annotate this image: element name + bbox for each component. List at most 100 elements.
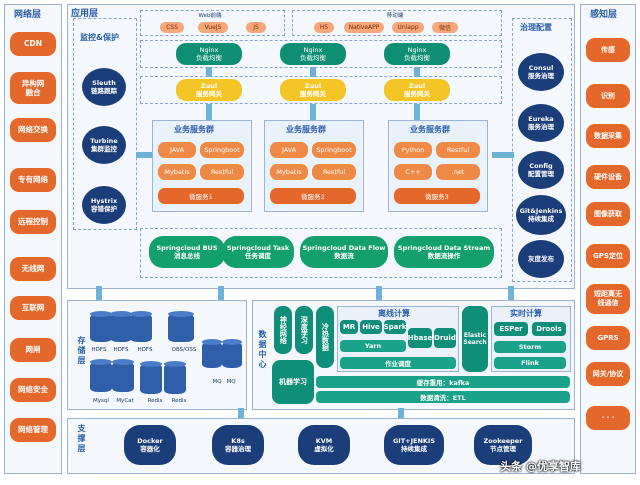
database-icon <box>110 311 132 342</box>
network-item: 网络安全 <box>10 378 56 402</box>
nginx-3: Nginx 负载均衡 <box>384 43 450 65</box>
tech-chip: Restful <box>200 164 244 180</box>
perception-item: · · · <box>586 406 630 430</box>
arrow-zuul-3 <box>414 67 420 77</box>
arrow-data-2 <box>508 286 514 302</box>
mobile-h5: H5 <box>314 22 334 33</box>
tech-chip: .net <box>436 164 480 180</box>
zuul-row <box>140 76 502 104</box>
microservice-button: 微服务2 <box>270 188 356 204</box>
data-center-title: 数据中心 <box>258 330 267 370</box>
perception-item: GPS定位 <box>586 244 630 268</box>
arrow-monitor-link <box>136 152 152 158</box>
database-icon <box>164 361 186 394</box>
storage-label: Redis <box>147 398 163 404</box>
web-vuejs: VueJS <box>198 22 228 33</box>
storage-label: MyCat <box>116 398 134 404</box>
web-js: JS <box>246 22 266 33</box>
database-icon <box>202 339 222 368</box>
tech-chip: Restful <box>436 142 480 158</box>
storage-label: Redis <box>171 398 187 404</box>
mobile-panel <box>292 10 502 36</box>
network-item: 无线网 <box>10 257 56 281</box>
perception-item: 数据采集 <box>586 124 630 148</box>
database-icon <box>130 311 152 342</box>
offline-schedule: 作业调度 <box>340 357 456 369</box>
business-cluster-title: 业务服务群 <box>410 125 450 134</box>
arrow-data-1 <box>376 286 382 302</box>
offline-hbase: Hbase <box>408 328 432 348</box>
perception-layer-title: 感知层 <box>590 10 618 20</box>
zuul-2: Zuul 服务网关 <box>280 79 346 101</box>
gov-consul: Consul 服务治理 <box>518 53 564 91</box>
nginx-2: Nginx 负载均衡 <box>280 43 346 65</box>
support-title: 支撑层 <box>77 424 86 454</box>
database-icon <box>140 361 162 394</box>
arrow-zuul-1 <box>206 67 212 77</box>
storage-label: HDFS <box>91 347 107 353</box>
realtime-title: 实时计算 <box>510 309 542 318</box>
springcloud-bus: Springcloud BUS 消息总线 <box>149 236 225 268</box>
tech-chip: Mybatis <box>270 164 308 180</box>
network-layer-title: 网络层 <box>14 10 42 20</box>
tech-chip: JAVA <box>158 142 196 158</box>
ml-deep-learning: 深度学习 <box>295 306 313 354</box>
perception-item: 传感 <box>586 38 630 62</box>
springcloud-data-stream: Springcloud Data Stream 数据流操作 <box>394 236 494 268</box>
nginx-1: Nginx 负载均衡 <box>176 43 242 65</box>
perception-item: 短距离无 线通信 <box>586 284 630 314</box>
zuul-1: Zuul 服务网关 <box>176 79 242 101</box>
ml-neural-network: 神经网络 <box>274 306 292 354</box>
nginx-row <box>140 40 502 68</box>
springcloud-task: Springcloud Task 任务调度 <box>222 236 294 268</box>
tech-chip: Springboot <box>312 142 356 158</box>
storage-title: 存储层 <box>77 336 86 366</box>
perception-item: 硬件设备 <box>586 165 630 189</box>
arrow-storage-2 <box>218 286 224 302</box>
monitor-turbine: Turbine 集群监控 <box>82 126 126 164</box>
monitor-sleuth: Sleuth 链路跟踪 <box>82 68 126 106</box>
storage-label: MQ <box>226 379 236 385</box>
gov-gray-release: 灰度发布 <box>518 240 564 278</box>
network-item: 网闸 <box>10 338 56 362</box>
perception-item: 网关/协议 <box>586 362 630 386</box>
arrow-storage-1 <box>96 286 102 302</box>
realtime-esper: ESPer <box>494 322 528 336</box>
mobile-uniapp: Uniapp <box>392 22 424 33</box>
governance-panel <box>512 18 572 282</box>
ml-hot-cold-data: 冷热数据 <box>316 306 334 368</box>
business-cluster-title: 业务服务群 <box>286 125 326 134</box>
network-item: 专有网络 <box>10 168 56 192</box>
storage-label: HDFS <box>113 347 129 353</box>
tech-chip: Mybatis <box>158 164 196 180</box>
offline-hive: Hive <box>360 320 382 334</box>
support-git-jenkins: GIT+JENKIS 持续集成 <box>384 425 444 465</box>
storage-label: OBS/OSS <box>171 347 197 353</box>
arrow-gov-link <box>492 152 514 158</box>
database-icon <box>222 339 242 368</box>
network-item: 网络交换 <box>10 118 56 142</box>
arrow-cluster-2 <box>310 104 316 120</box>
support-kvm: KVM 虚拟化 <box>298 425 350 465</box>
offline-spark: Spark <box>384 320 406 334</box>
tech-chip: Springboot <box>200 142 244 158</box>
network-item: 远程控制 <box>10 210 56 234</box>
database-icon <box>168 311 194 342</box>
tech-chip: Python <box>394 142 432 158</box>
microservice-button: 微服务3 <box>394 188 480 204</box>
monitor-panel <box>73 18 137 230</box>
offline-yarn: Yarn <box>340 340 406 352</box>
business-cluster-title: 业务服务群 <box>174 125 214 134</box>
support-zookeeper: Zookeeper 节点管理 <box>474 425 532 465</box>
web-frontend-panel <box>140 10 285 36</box>
arrow-cluster-1 <box>206 104 212 120</box>
watermark: 头条 @优享智库 <box>500 460 581 473</box>
network-item: 互联网 <box>10 296 56 320</box>
database-icon <box>90 359 112 392</box>
app-layer-title: 应用层 <box>71 9 99 19</box>
arrow-cluster-3 <box>414 104 420 120</box>
tech-chip: JAVA <box>270 142 308 158</box>
support-docker: Docker 容器化 <box>124 425 176 465</box>
offline-mr: MR <box>340 320 358 334</box>
network-item: CDN <box>10 32 56 56</box>
